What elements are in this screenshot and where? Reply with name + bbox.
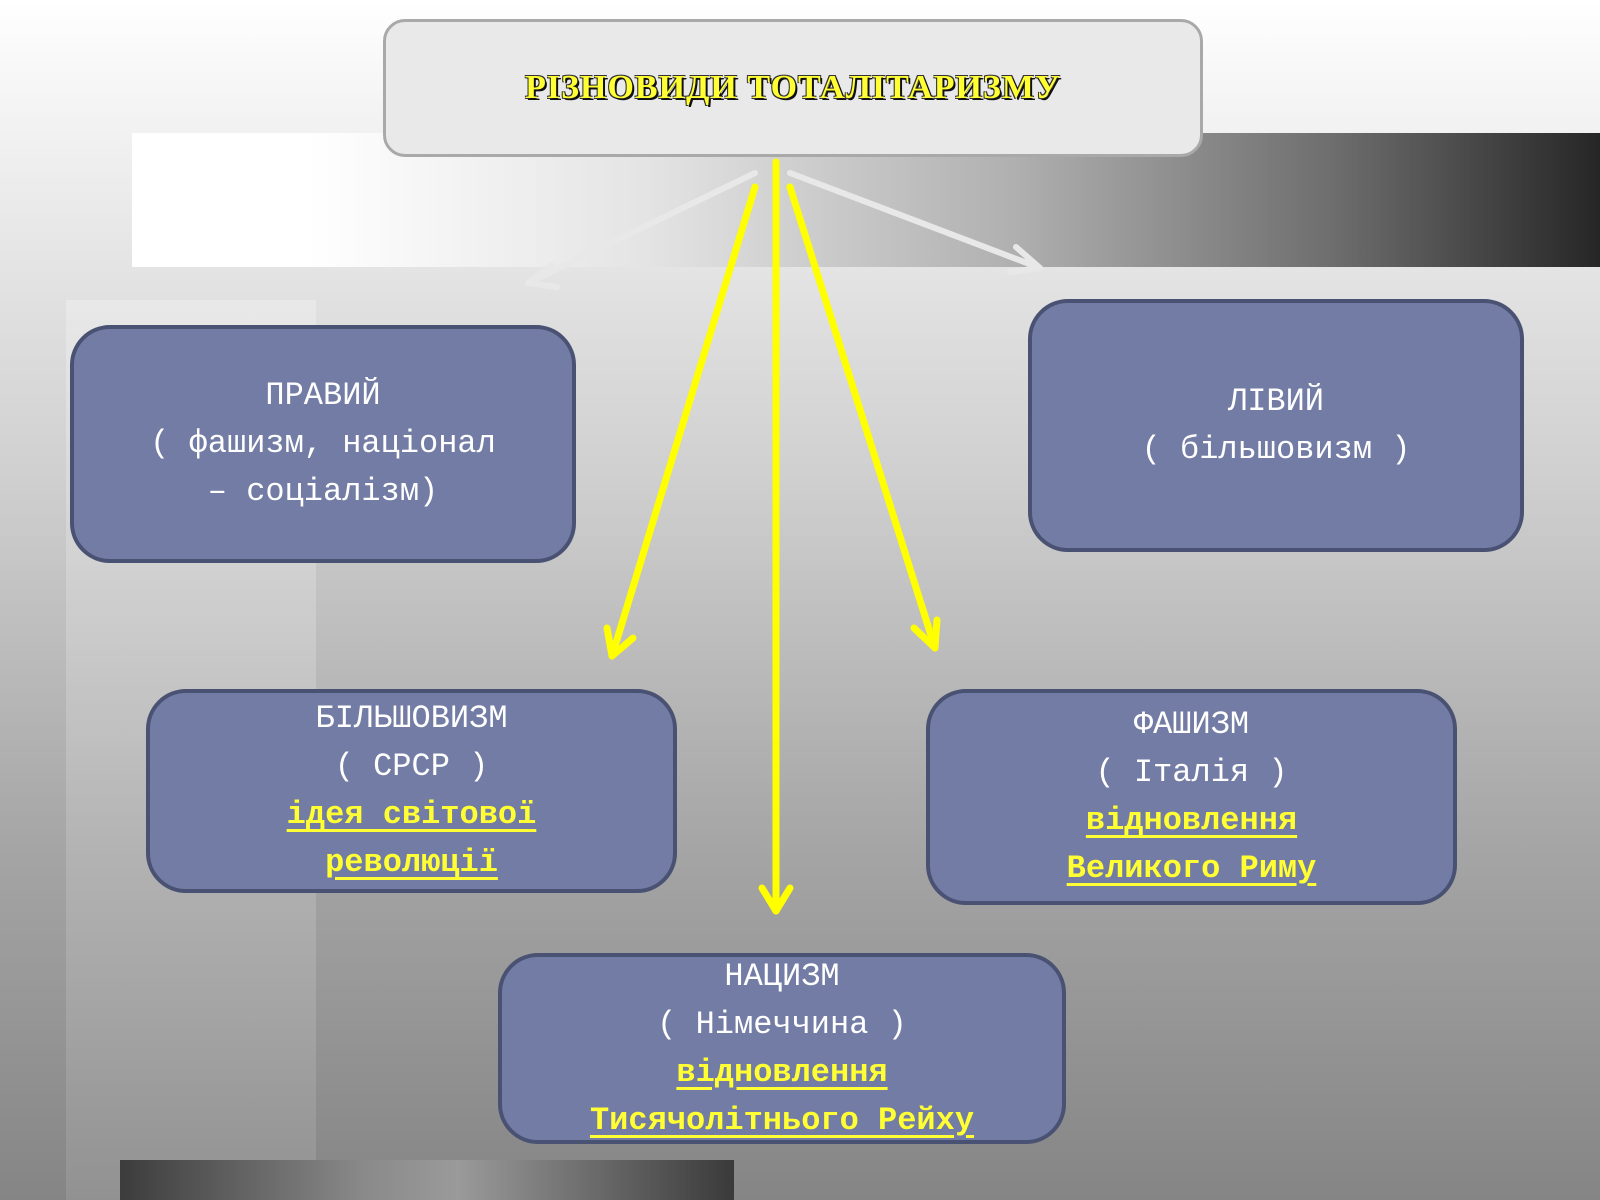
node-fascism: ФАШИЗМ ( Італія ) відновлення Великого Р… bbox=[926, 689, 1457, 905]
node-left-wing-label: ЛІВИЙ bbox=[1227, 382, 1324, 420]
node-left-wing-detail: ( більшовизм ) bbox=[1141, 430, 1411, 468]
node-nazism-country: ( Німеччина ) bbox=[657, 1005, 907, 1043]
node-bolshevism-idea: ідея світової bbox=[286, 796, 537, 833]
node-nazism: НАЦИЗМ ( Німеччина ) відновлення Тисячол… bbox=[498, 953, 1066, 1144]
arrow-to-bolshevism bbox=[603, 183, 759, 660]
node-bolshevism: БІЛЬШОВИЗМ ( СРСР ) ідея світової револю… bbox=[146, 689, 677, 893]
node-right-wing-detail-cont: – соціалізм) bbox=[207, 473, 439, 510]
faint-arrow-right bbox=[787, 170, 1043, 275]
title-box: РІЗНОВИДИ ТОТАЛІТАРИЗМУ bbox=[383, 19, 1203, 157]
node-bolshevism-country: ( СРСР ) bbox=[334, 748, 489, 785]
node-fascism-idea: відновлення bbox=[1085, 802, 1298, 839]
node-fascism-country: ( Італія ) bbox=[1095, 754, 1288, 791]
diagram-title: РІЗНОВИДИ ТОТАЛІТАРИЗМУ bbox=[525, 69, 1061, 106]
node-nazism-idea-cont: Тисячолітнього Рейху bbox=[589, 1101, 975, 1139]
faint-arrow-left bbox=[525, 170, 758, 290]
arrow-to-nazism bbox=[758, 158, 794, 915]
node-nazism-label: НАЦИЗМ bbox=[724, 957, 840, 995]
node-right-wing-detail: ( фашизм, націонал bbox=[150, 425, 496, 462]
arrow-to-fascism bbox=[786, 183, 941, 652]
node-fascism-idea-cont: Великого Риму bbox=[1066, 850, 1317, 887]
node-right-wing: ПРАВИЙ ( фашизм, націонал – соціалізм) bbox=[70, 325, 576, 563]
node-fascism-label: ФАШИЗМ bbox=[1133, 706, 1250, 743]
node-left-wing: ЛІВИЙ ( більшовизм ) bbox=[1028, 299, 1524, 552]
node-right-wing-label: ПРАВИЙ bbox=[265, 377, 381, 414]
node-bolshevism-idea-cont: революції bbox=[325, 844, 498, 881]
node-nazism-idea: відновлення bbox=[676, 1053, 888, 1091]
decorative-bottom-bar bbox=[120, 1160, 734, 1200]
node-bolshevism-label: БІЛЬШОВИЗМ bbox=[315, 700, 508, 737]
